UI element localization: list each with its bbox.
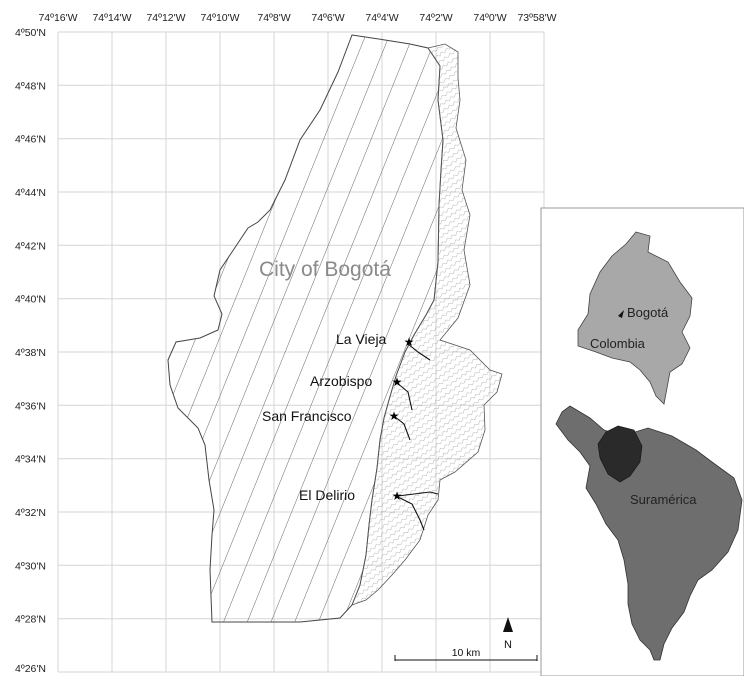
lat-tick: 4º50'N xyxy=(15,27,46,39)
lat-tick: 4º38'N xyxy=(15,347,46,359)
site-el-delirio: ★ El Delirio xyxy=(299,487,402,503)
lon-tick: 74º2'W xyxy=(419,12,452,24)
star-icon: ★ xyxy=(404,335,415,349)
site-san-francisco: ★ San Francisco xyxy=(262,408,399,424)
lat-tick: 4º42'N xyxy=(15,240,46,252)
star-icon: ★ xyxy=(392,375,403,389)
lat-tick: 4º46'N xyxy=(15,134,46,146)
site-arzobispo: ★ Arzobispo xyxy=(310,373,402,389)
colombia-shape xyxy=(577,231,693,405)
scale-label: 10 km xyxy=(452,647,481,659)
lat-tick: 4º26'N xyxy=(15,663,46,675)
site-label: San Francisco xyxy=(262,408,352,424)
country-label: Colombia xyxy=(590,336,646,351)
star-icon: ★ xyxy=(392,489,403,503)
lon-tick: 74º0'W xyxy=(473,12,506,24)
inset-map: Bogotá Colombia Suramérica xyxy=(540,207,744,676)
lat-tick: 4º40'N xyxy=(15,294,46,306)
site-label: El Delirio xyxy=(299,487,355,503)
lat-tick: 4º32'N xyxy=(15,507,46,519)
lat-tick: 4º34'N xyxy=(15,454,46,466)
site-label: Arzobispo xyxy=(310,373,372,389)
lon-tick: 74º12'W xyxy=(146,12,185,24)
scale-bar: 10 km xyxy=(394,647,538,661)
lon-tick: 74º8'W xyxy=(257,12,290,24)
eastern-hills xyxy=(351,43,503,606)
capital-label: Bogotá xyxy=(627,305,669,320)
lon-tick: 74º16'W xyxy=(38,12,77,24)
lat-tick: 4º48'N xyxy=(15,80,46,92)
south-america-shape xyxy=(555,405,743,661)
lat-tick: 4º28'N xyxy=(15,614,46,626)
lon-tick: 73º58'W xyxy=(517,12,556,24)
latitude-labels: 4º50'N 4º48'N 4º46'N 4º44'N 4º42'N 4º40'… xyxy=(15,27,46,675)
north-arrow-icon xyxy=(503,617,513,632)
colombia-in-continent xyxy=(597,425,643,483)
lon-tick: 74º4'W xyxy=(365,12,398,24)
lat-tick: 4º30'N xyxy=(15,560,46,572)
lat-tick: 4º36'N xyxy=(15,400,46,412)
north-arrow: N xyxy=(503,617,513,651)
north-label: N xyxy=(504,639,512,651)
site-la-vieja: ★ La Vieja xyxy=(336,331,414,349)
lat-tick: 4º44'N xyxy=(15,187,46,199)
city-label: City of Bogotá xyxy=(259,258,391,281)
lon-tick: 74º10'W xyxy=(200,12,239,24)
lon-tick: 74º6'W xyxy=(311,12,344,24)
longitude-labels: 74º16'W 74º14'W 74º12'W 74º10'W 74º8'W 7… xyxy=(38,12,556,24)
star-icon: ★ xyxy=(389,409,400,423)
bogota-marker-icon xyxy=(618,310,624,318)
site-label: La Vieja xyxy=(336,331,387,347)
lon-tick: 74º14'W xyxy=(92,12,131,24)
rivers xyxy=(393,343,439,531)
continent-label: Suramérica xyxy=(630,492,697,507)
